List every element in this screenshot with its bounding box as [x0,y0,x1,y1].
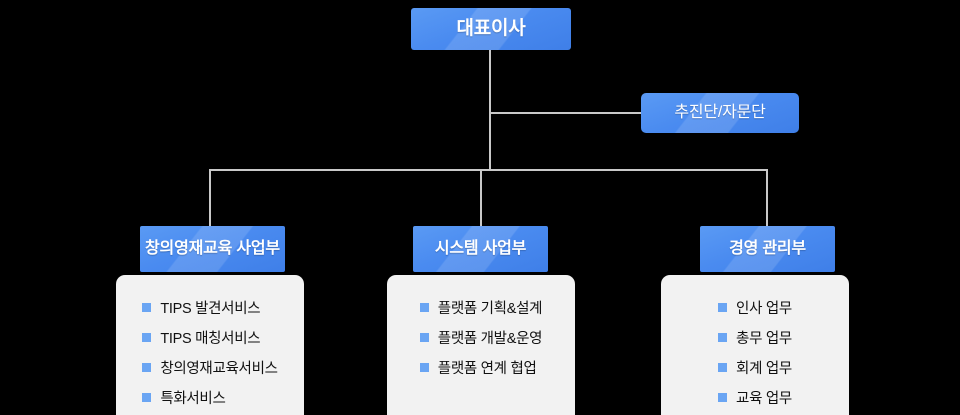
list-item-label: 회계 업무 [736,361,792,377]
bullet-square-icon [419,303,429,312]
bullet-square-icon [718,333,728,342]
connector-ceo-trunk-lower [489,112,491,170]
node-department-management[interactable]: 경영 관리부 [700,226,835,272]
node-ceo[interactable]: 대표이사 [411,8,571,50]
list-item: 인사 업무 [718,297,792,318]
list-item: 플랫폼 기획&설계 [419,297,543,318]
bullet-square-icon [142,333,152,342]
list-item-label: TIPS 발견서비스 [160,301,261,317]
list-item: 총무 업무 [718,327,792,348]
bullet-square-icon [718,393,728,402]
node-department-creative-gifted-education[interactable]: 창의영재교육 사업부 [140,226,285,272]
connector-drop-dept-1 [209,169,211,226]
connector-drop-dept-3 [766,169,768,226]
list-item-label: TIPS 매칭서비스 [160,331,261,347]
bullet-square-icon [419,333,429,342]
list-item-label: 특화서비스 [160,391,226,407]
list-item-label: 플랫폼 연계 협업 [437,361,537,377]
connector-department-bus [209,169,768,171]
service-list: 인사 업무 총무 업무 회계 업무 교육 업무 [718,297,792,408]
card-department-creative-gifted-education: TIPS 발견서비스 TIPS 매칭서비스 창의영재교육서비스 특화서비스 [116,275,304,415]
node-advisory-group[interactable]: 추진단/자문단 [641,93,799,133]
bullet-square-icon [718,363,728,372]
list-item-label: 창의영재교육서비스 [160,361,278,377]
list-item: 창의영재교육서비스 [142,357,278,378]
card-department-system: 플랫폼 기획&설계 플랫폼 개발&운영 플랫폼 연계 협업 [387,275,575,415]
node-department-system[interactable]: 시스템 사업부 [413,226,548,272]
list-item-label: 플랫폼 기획&설계 [437,301,543,317]
list-item-label: 교육 업무 [736,391,792,407]
list-item: 회계 업무 [718,357,792,378]
list-item: 플랫폼 개발&운영 [419,327,543,348]
connector-advisory-branch [489,112,641,114]
service-list: TIPS 발견서비스 TIPS 매칭서비스 창의영재교육서비스 특화서비스 [142,297,278,408]
connector-ceo-trunk-upper [489,50,491,114]
bullet-square-icon [142,363,152,372]
list-item-label: 플랫폼 개발&운영 [437,331,543,347]
list-item: 특화서비스 [142,387,277,408]
list-item: 플랫폼 연계 협업 [419,357,542,378]
bullet-square-icon [419,363,429,372]
bullet-square-icon [142,303,152,312]
list-item: TIPS 매칭서비스 [142,327,277,348]
service-list: 플랫폼 기획&설계 플랫폼 개발&운영 플랫폼 연계 협업 [419,297,543,378]
bullet-square-icon [718,303,728,312]
card-department-management: 인사 업무 총무 업무 회계 업무 교육 업무 [661,275,849,415]
list-item: 교육 업무 [718,387,792,408]
connector-drop-dept-2 [480,169,482,226]
list-item-label: 총무 업무 [736,331,792,347]
bullet-square-icon [142,393,152,402]
list-item-label: 인사 업무 [736,301,792,317]
list-item: TIPS 발견서비스 [142,297,277,318]
